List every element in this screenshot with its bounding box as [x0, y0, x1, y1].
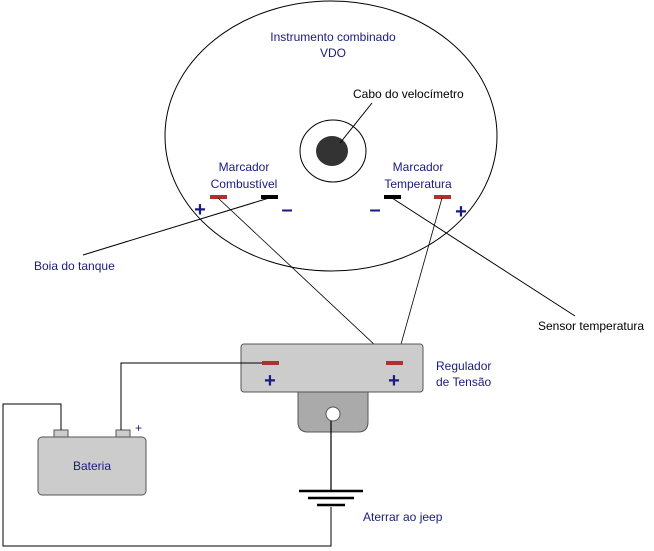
speedometer-cable-hole — [316, 136, 348, 166]
temp-gauge-negative-terminal — [384, 195, 401, 199]
regulator-label-line1: Regulador — [436, 359, 491, 373]
regulator-right-plus-sign: + — [388, 370, 400, 392]
battery-ground-loop-wire — [2, 403, 332, 547]
temp-gauge-plus-sign: + — [455, 201, 467, 223]
ground-symbol — [299, 489, 363, 507]
temp-gauge-minus-sign: – — [369, 199, 380, 221]
temp-to-regulator-wire — [395, 197, 443, 363]
tank-float-label: Boia do tanque — [34, 259, 115, 273]
fuel-gauge-label-line2: Combustível — [211, 177, 278, 191]
fuel-gauge-positive-terminal — [210, 195, 227, 199]
instrument-title-line2: VDO — [320, 46, 346, 60]
fuel-to-regulator-wire — [217, 197, 394, 363]
regulator-ground-bolt — [325, 406, 341, 422]
ground-label: Aterrar ao jeep — [363, 510, 443, 524]
tank-float-wire — [82, 197, 270, 256]
regulator-right-positive-terminal — [386, 361, 403, 365]
fuel-gauge-negative-terminal — [261, 195, 278, 199]
instrument-title-line1: Instrumento combinado — [270, 30, 396, 44]
regulator-left-plus-sign: + — [264, 370, 276, 392]
speedometer-cable-leader — [339, 102, 373, 144]
speedometer-cable-label: Cabo do velocímetro — [353, 87, 464, 101]
fuel-gauge-label-line1: Marcador — [219, 160, 270, 174]
temp-gauge-positive-terminal — [434, 195, 451, 199]
battery-to-regulator-wire — [120, 362, 262, 430]
regulator-left-positive-terminal — [262, 361, 279, 365]
battery-body — [37, 436, 147, 496]
temp-gauge-label-line1: Marcador — [393, 160, 444, 174]
temp-sensor-label: Sensor temperatura — [538, 319, 644, 333]
battery-label: Bateria — [73, 459, 111, 473]
fuel-gauge-plus-sign: + — [194, 199, 206, 221]
battery-plus-sign: + — [135, 421, 142, 435]
temp-gauge-label-line2: Temperatura — [384, 177, 452, 191]
fuel-gauge-minus-sign: – — [281, 199, 292, 221]
regulator-label-line2: de Tensão — [436, 375, 491, 389]
temp-sensor-wire — [391, 197, 576, 317]
